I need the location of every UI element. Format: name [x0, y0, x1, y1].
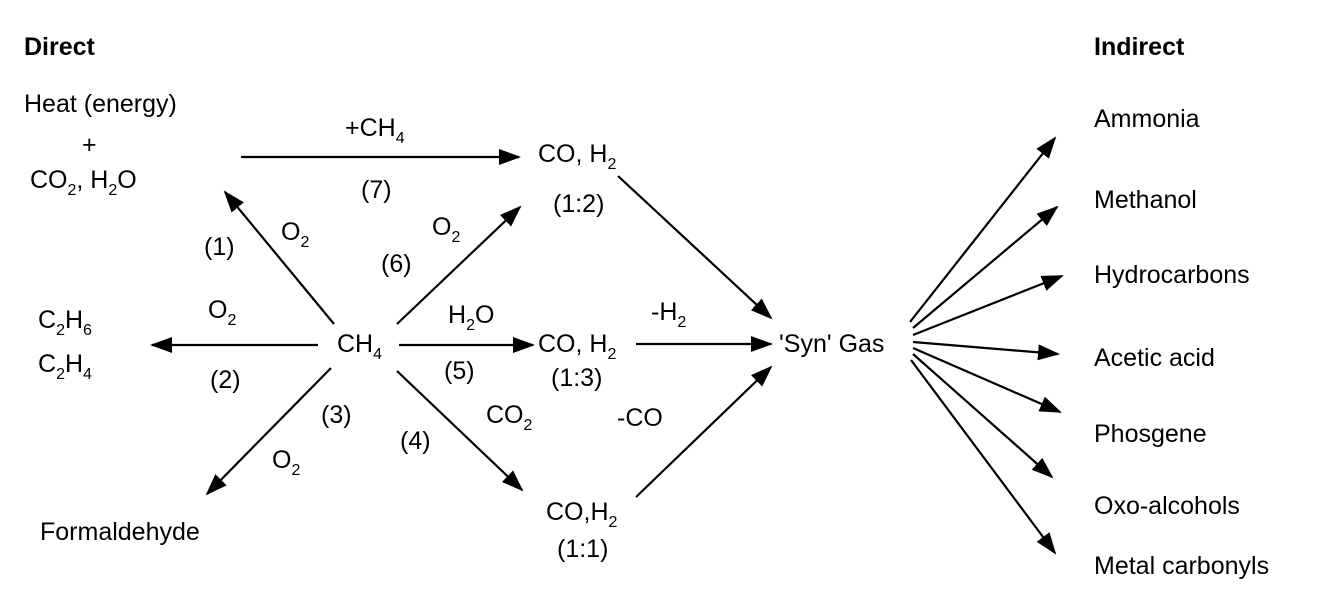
- product-methanol: Methanol: [1094, 186, 1197, 214]
- arrow-to-phosgene: [912, 346, 1062, 414]
- minus-co-label: -CO: [617, 404, 663, 432]
- arrow-reaction-6: [396, 205, 522, 325]
- reaction-3-label: (3): [321, 401, 352, 429]
- arrow-to-oxo-alcohols: [912, 353, 1054, 479]
- reaction-1-label: (1): [204, 233, 235, 261]
- formaldehyde-label: Formaldehyde: [40, 518, 200, 546]
- arrow-to-ammonia: [909, 136, 1057, 323]
- minus-h2-label: -H2: [651, 298, 686, 331]
- ratio-1-1-label: (1:1): [557, 535, 608, 563]
- ratio-1-2-label: (1:2): [553, 190, 604, 218]
- reaction-6-label: (6): [381, 250, 412, 278]
- direct-heading: Direct: [24, 33, 96, 61]
- plus-ch4-label: +CH4: [345, 114, 405, 147]
- ratio-1-3-label: (1:3): [551, 364, 602, 392]
- arrow-to-methanol: [912, 205, 1059, 329]
- indirect-heading: Indirect: [1094, 33, 1185, 61]
- o2-reaction-1-label: O2: [281, 218, 309, 251]
- reaction-7-label: (7): [361, 176, 392, 204]
- product-ammonia: Ammonia: [1094, 105, 1200, 133]
- product-oxo-alcohols: Oxo-alcohols: [1094, 492, 1240, 520]
- arrow-to-metal-carbonyls: [910, 359, 1057, 555]
- arrow-to-acetic-acid: [912, 340, 1060, 361]
- reaction-5-label: (5): [444, 357, 475, 385]
- arrow-reaction-1: [223, 190, 335, 325]
- arrow-to-hydrocarbons: [912, 274, 1064, 337]
- co-h2-upper-label: CO, H2: [538, 140, 616, 173]
- co-h2-lower-label: CO,H2: [546, 498, 618, 531]
- syngas-label: 'Syn' Gas: [779, 330, 884, 358]
- ethylene-label: C2H4: [38, 350, 92, 383]
- ethane-label: C2H6: [38, 306, 92, 339]
- product-acetic-acid: Acetic acid: [1094, 344, 1215, 372]
- h2o-label: H2O: [448, 301, 494, 334]
- reaction-2-label: (2): [210, 366, 241, 394]
- arrow-lower-to-syngas: [635, 365, 773, 498]
- arrow-reaction-3: [205, 367, 332, 496]
- co2-h2o-label: CO2, H2O: [30, 166, 137, 199]
- arrow-upper-to-syngas: [617, 175, 773, 320]
- o2-reaction-2-label: O2: [208, 296, 236, 329]
- product-hydrocarbons: Hydrocarbons: [1094, 261, 1250, 289]
- arrow-reaction-4: [396, 370, 524, 492]
- methane-label: CH4: [337, 330, 382, 363]
- product-phosgene: Phosgene: [1094, 420, 1207, 448]
- co-h2-middle-label: CO, H2: [538, 330, 616, 363]
- heat-energy-label: Heat (energy): [24, 90, 177, 118]
- reaction-4-label: (4): [400, 427, 431, 455]
- product-metal-carbonyls: Metal carbonyls: [1094, 552, 1269, 580]
- co2-reaction-4-label: CO2: [486, 401, 533, 434]
- o2-reaction-6-label: O2: [432, 213, 460, 246]
- o2-reaction-3-label: O2: [272, 446, 300, 479]
- plus-sign: +: [82, 131, 97, 159]
